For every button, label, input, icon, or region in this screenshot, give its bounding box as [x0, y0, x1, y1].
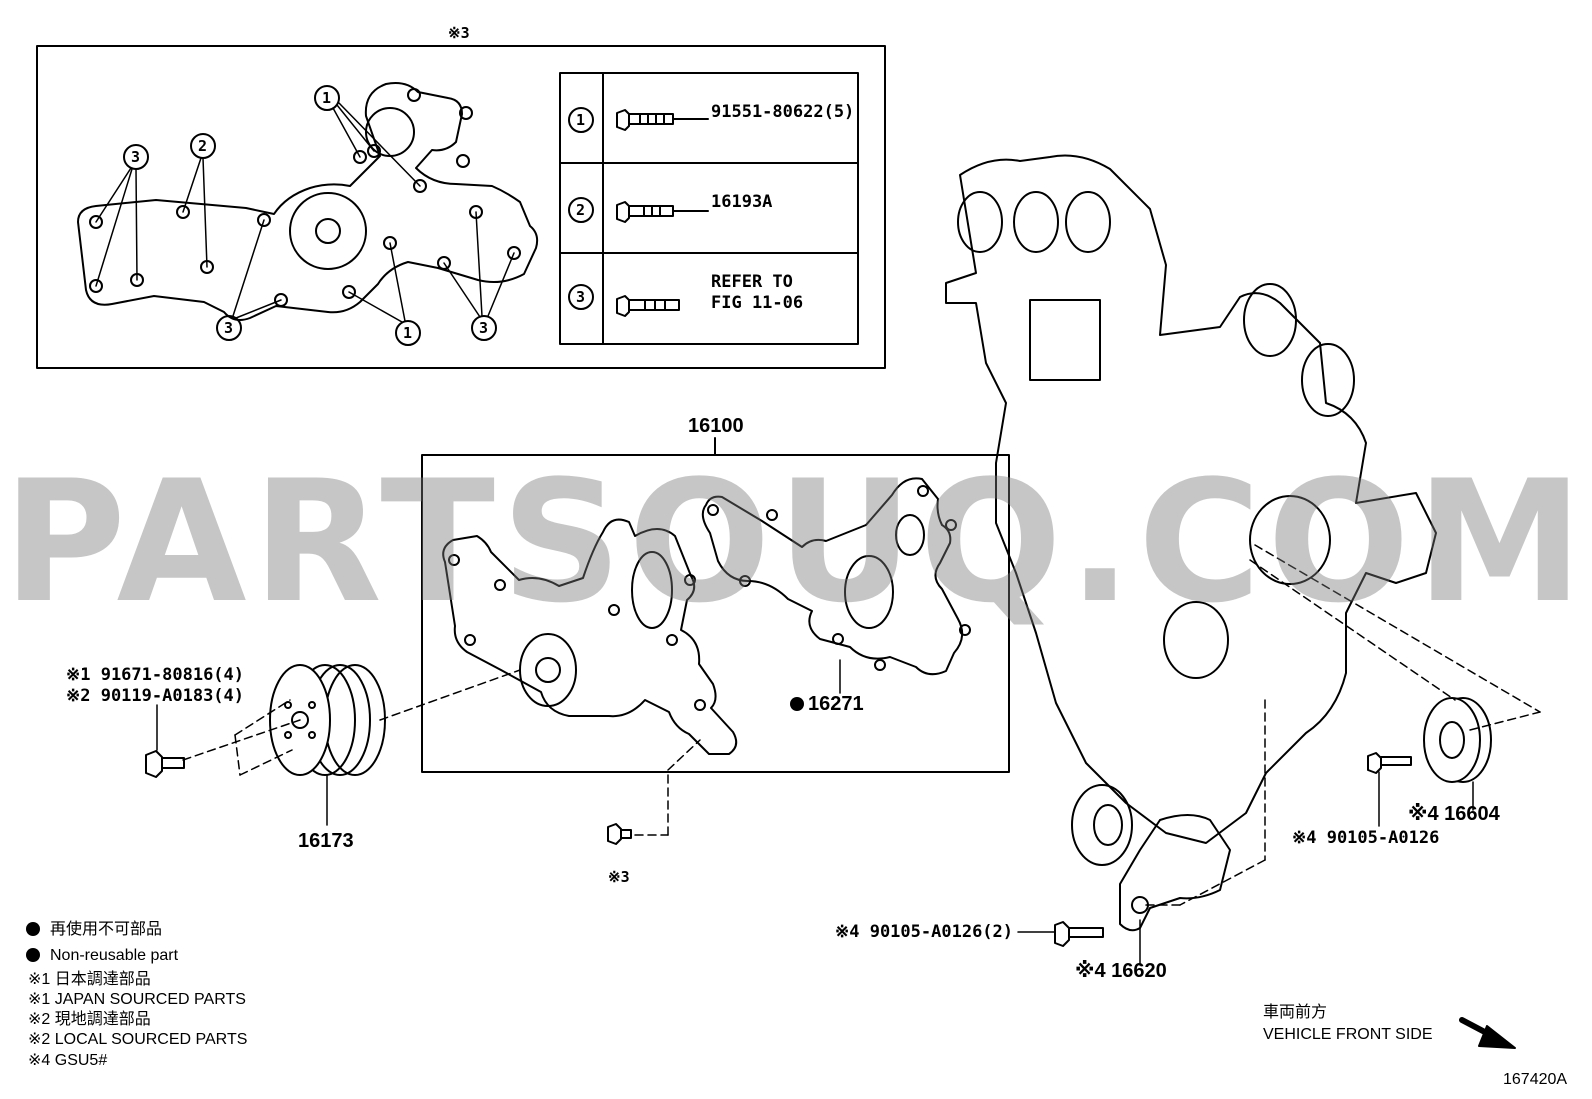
legend-line: Non-reusable part: [50, 947, 179, 964]
callout-1: [314, 85, 340, 111]
idler-pulley-16604: [1423, 697, 1492, 811]
callout-num: 1: [403, 324, 413, 342]
tensioner-bolt: [1017, 921, 1104, 947]
callout-num: 3: [131, 148, 141, 166]
bolt-note-2[interactable]: ※2 90119-A0183(4): [66, 686, 245, 706]
part-16620[interactable]: ※4 16620: [1075, 960, 1167, 982]
bolt-note-3[interactable]: ※3: [608, 868, 630, 886]
callout-num: 3: [479, 319, 489, 337]
bolt-icon: [616, 201, 709, 223]
detail-frame: [36, 45, 886, 369]
figure-id: 167420A: [1503, 1071, 1568, 1088]
part-tensioner-bolt[interactable]: ※4 90105-A0126(2): [835, 922, 1014, 942]
callout-3: [216, 315, 242, 341]
idler-bolt: [1367, 752, 1412, 827]
pump-bolt: [607, 823, 632, 845]
front-side-arrow-icon: [1459, 1017, 1516, 1049]
callout-num: 3: [224, 319, 234, 337]
gasket-16271: [701, 477, 971, 676]
timing-cover: [945, 154, 1437, 844]
legend-line: ※4 GSU5#: [28, 1052, 108, 1069]
table-callout-3: [568, 284, 594, 310]
bolt-note-1[interactable]: ※1 91671-80816(4): [66, 665, 245, 685]
table-callout-2: [568, 197, 594, 223]
callout-num: 1: [322, 89, 332, 107]
pulley-16173: [269, 664, 386, 826]
part-16100[interactable]: 16100: [688, 415, 744, 437]
table-num: 3: [576, 288, 586, 306]
legend-line: ※2 現地調達部品: [28, 1011, 151, 1028]
pulley-bolt: [145, 704, 185, 778]
part-16604[interactable]: ※4 16604: [1408, 803, 1500, 825]
legend-line: 再使用不可部品: [50, 921, 163, 938]
water-pump: [442, 518, 738, 755]
detail-pump-outline: [77, 82, 539, 321]
legend-line: ※2 LOCAL SOURCED PARTS: [28, 1031, 248, 1048]
table-part: REFER TO FIG 11-06: [711, 272, 804, 313]
direction-en: VEHICLE FRONT SIDE: [1263, 1026, 1433, 1043]
bolt-icon: [616, 109, 709, 131]
table-callout-1: [568, 107, 594, 133]
bolt-icon: [616, 295, 680, 317]
part-16271[interactable]: 16271: [808, 693, 864, 715]
callout-1: [395, 320, 421, 346]
assembly-frame: [421, 454, 1010, 773]
table-part: 16193A: [711, 192, 773, 212]
part-idler-bolt[interactable]: ※4 90105-A0126: [1292, 828, 1440, 848]
tensioner-16620: [1071, 784, 1231, 966]
legend-line: ※1 日本調達部品: [28, 971, 151, 988]
direction-jp: 車両前方: [1263, 1004, 1328, 1021]
callout-3: [471, 315, 497, 341]
legend-line: ※1 JAPAN SOURCED PARTS: [28, 991, 246, 1008]
callout-num: 2: [198, 137, 208, 155]
table-num: 1: [576, 111, 586, 129]
detail-title: ※3: [448, 24, 470, 42]
bolt-table: [559, 72, 859, 345]
table-part: 91551-80622(5): [711, 102, 855, 122]
part-16173[interactable]: 16173: [298, 830, 354, 852]
table-num: 2: [576, 201, 586, 219]
